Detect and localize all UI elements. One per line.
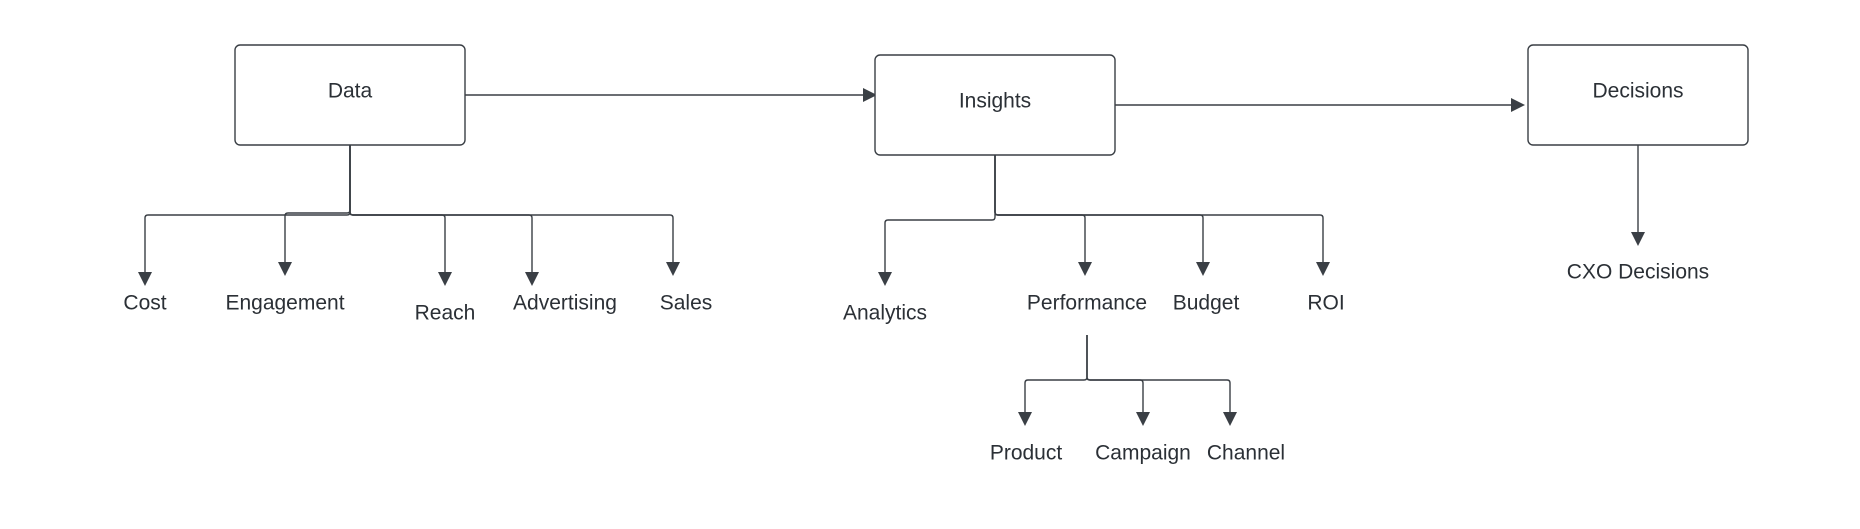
edge-data-to-engagement [278,145,351,276]
edge-data-to-sales [349,145,680,276]
leaf-advertising: Advertising [513,292,617,315]
leaf-budget: Budget [1173,292,1240,315]
leaf-cost: Cost [123,292,166,315]
leaf-sales: Sales [660,292,713,315]
leaf-analytics: Analytics [843,302,927,325]
node-decisions: Decisions [1527,44,1749,146]
edge-insights-to-analytics [878,155,996,286]
leaf-performance: Performance [1027,292,1147,315]
node-insights-label: Insights [959,90,1031,113]
leaf-engagement: Engagement [225,292,344,315]
node-decisions-label: Decisions [1592,80,1683,103]
leaf-reach: Reach [415,302,476,325]
leaf-channel: Channel [1207,442,1285,465]
leaf-roi: ROI [1307,292,1344,315]
leaf-cxo-decisions: CXO Decisions [1567,261,1709,284]
leaf-campaign: Campaign [1095,442,1191,465]
edge-performance-to-channel [1086,335,1237,426]
node-data: Data [234,44,466,146]
edge-data-to-cost [138,145,351,286]
edge-performance-to-product [1018,335,1088,426]
edge-insights-to-roi [994,155,1330,276]
node-data-label: Data [328,80,373,103]
node-insights: Insights [874,54,1116,156]
leaf-product: Product [990,442,1063,465]
